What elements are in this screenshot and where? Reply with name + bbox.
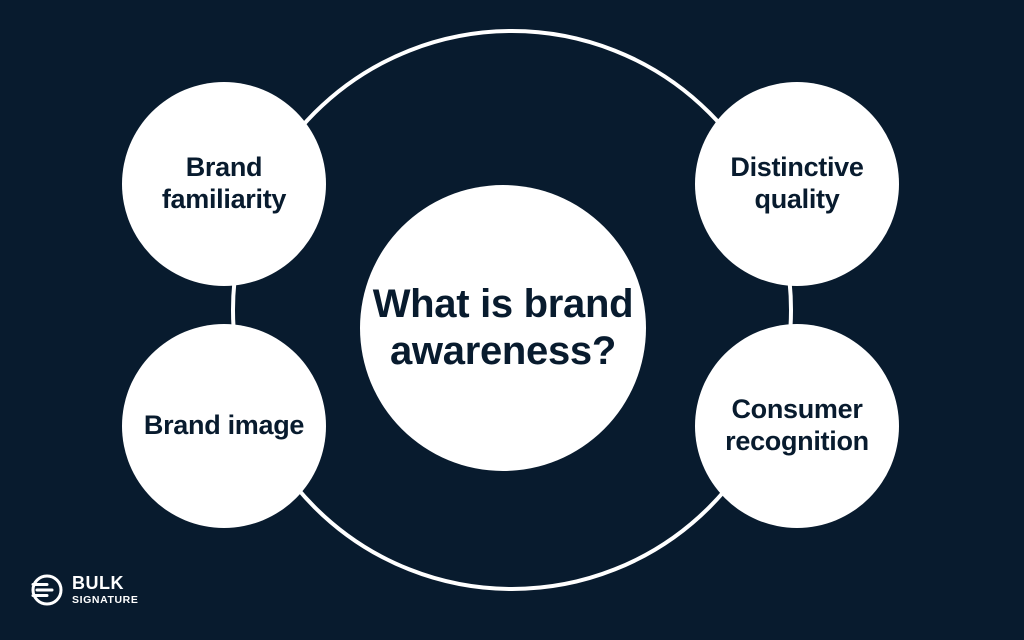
node-distinctive-quality: Distinctive quality <box>695 82 899 286</box>
node-brand-familiarity: Brand familiarity <box>122 82 326 286</box>
node-label: Consumer recognition <box>725 394 869 456</box>
node-label: Distinctive quality <box>730 152 864 214</box>
center-title: What is brand awareness? <box>372 282 634 373</box>
brand-logo: BULK SIGNATURE <box>30 573 138 607</box>
logo-word-bulk: BULK <box>72 573 124 594</box>
center-circle: What is brand awareness? <box>360 185 646 471</box>
outer-ring <box>231 29 793 591</box>
logo-wordmark: BULK SIGNATURE <box>72 574 138 606</box>
logo-word-signature: SIGNATURE <box>72 594 139 607</box>
node-label: Brand familiarity <box>161 152 287 214</box>
bulk-signature-logo-icon <box>30 574 63 606</box>
node-brand-image: Brand image <box>122 324 326 528</box>
node-consumer-recognition: Consumer recognition <box>695 324 899 528</box>
node-label: Brand image <box>143 410 305 441</box>
